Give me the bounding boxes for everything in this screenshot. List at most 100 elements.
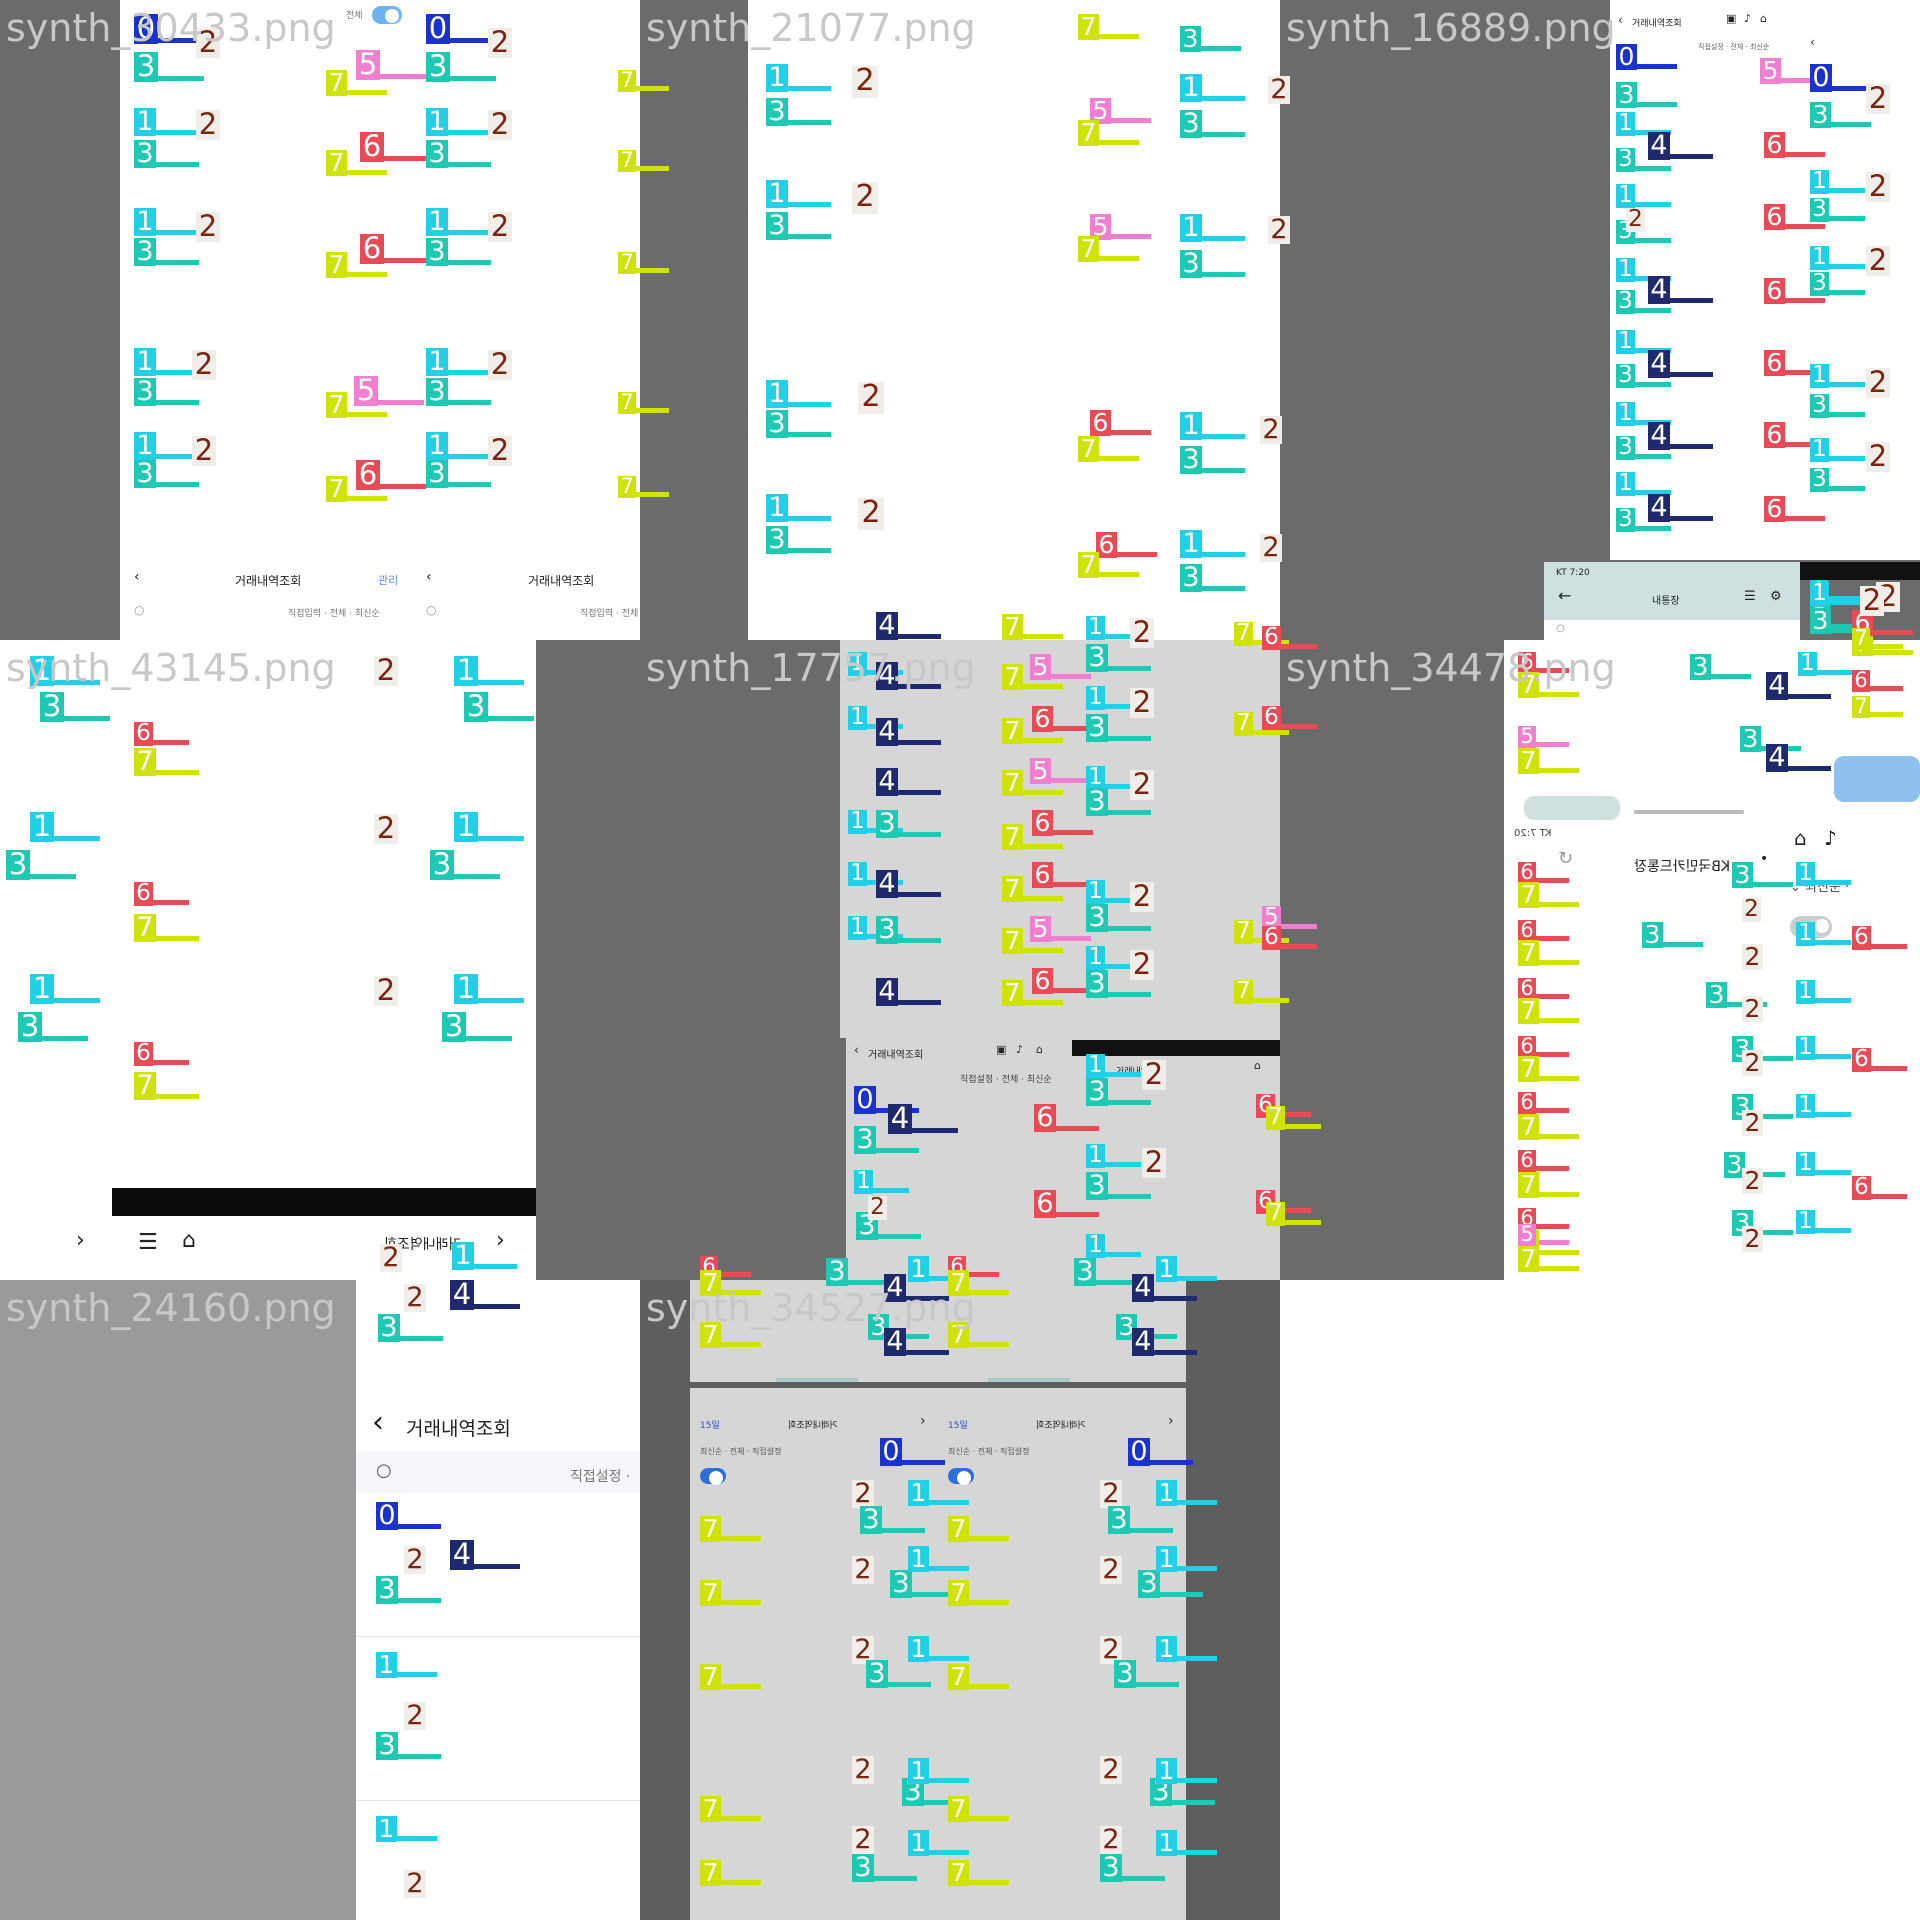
- annotation-box-6: [382, 258, 430, 263]
- mic-icon[interactable]: ♪: [1824, 826, 1837, 850]
- annotation-badge-1: 1: [134, 108, 156, 136]
- search-icon[interactable]: ○: [134, 603, 145, 617]
- annotation-box-3: [398, 1336, 443, 1341]
- annotation-badge-3: 3: [852, 1854, 874, 1882]
- annotation-badge-1: 1: [766, 180, 788, 208]
- filter-summary[interactable]: 직접설정 · 전체 · 최신순: [960, 1075, 1052, 1085]
- back-chevron-icon-2[interactable]: ‹: [1810, 35, 1815, 49]
- chevron-right-icon-2[interactable]: ›: [496, 1228, 505, 1253]
- home-icon[interactable]: ⌂: [1036, 1043, 1043, 1056]
- annotation-badge-5: 5: [1518, 726, 1536, 748]
- confirm-button[interactable]: [1834, 756, 1920, 802]
- annotation-badge-1: 1: [1086, 880, 1105, 904]
- annotation-badge-3: 3: [376, 1576, 398, 1604]
- annotation-badge-1: 1: [1796, 1152, 1815, 1176]
- annotation-badge-1: 1: [848, 810, 867, 834]
- search-icon[interactable]: ○: [376, 1460, 392, 1481]
- annotation-box-7: [719, 1880, 761, 1885]
- annotation-badge-1: 1: [1086, 1054, 1105, 1078]
- annotation-badge-1: 1: [1180, 412, 1202, 440]
- mirrored-filter[interactable]: 최신순 · 전체 · 직접설정: [700, 1447, 782, 1456]
- mic-icon[interactable]: ♪: [1744, 12, 1752, 25]
- filter-summary[interactable]: 직접설정 ·: [570, 1469, 631, 1485]
- annotation-badge-3: 3: [1810, 198, 1829, 222]
- annotation-box-4: [1152, 1296, 1197, 1301]
- annotation-box-3: [1106, 736, 1151, 741]
- nav-pill[interactable]: [1524, 796, 1620, 820]
- annotation-box-6: [1534, 1224, 1569, 1229]
- mirrored-kb-title: KB국민카드통장: [1634, 859, 1731, 875]
- chat-icon[interactable]: ▣: [996, 1043, 1007, 1056]
- annotation-box-4: [1668, 444, 1713, 449]
- annotation-box-1: [1633, 202, 1671, 207]
- annotation-box-0: [156, 38, 204, 43]
- annotation-badge-2: 2: [374, 976, 398, 1006]
- mirrored-filter-2[interactable]: 최신순 · 전체 · 직접설정: [948, 1447, 1030, 1456]
- filter-summary-2[interactable]: 직접입력 · 전체 · 최신순: [580, 609, 640, 619]
- annotation-badge-7: 7: [1852, 696, 1870, 718]
- home-icon-2[interactable]: ⌂: [1254, 1059, 1261, 1072]
- chevron-right-icon[interactable]: ›: [920, 1413, 926, 1429]
- annotation-box-7: [634, 492, 669, 497]
- home-icon[interactable]: ⌂: [182, 1228, 196, 1253]
- filter-summary[interactable]: 직접설정 · 전체 · 최신순: [1698, 43, 1770, 51]
- annotation-box-7: [1283, 1220, 1321, 1225]
- annotation-badge-3: 3: [826, 1258, 848, 1286]
- toggle-switch[interactable]: [372, 6, 402, 24]
- gear-icon[interactable]: ⚙: [1770, 589, 1782, 604]
- filter-summary[interactable]: 직접입력 · 전체 · 최신순: [288, 609, 380, 619]
- annotation-box-6: [1051, 988, 1093, 993]
- annotation-box-6: [1054, 1126, 1099, 1131]
- search-bar[interactable]: [1544, 620, 1800, 640]
- annotation-badge-6: 6: [1032, 968, 1053, 994]
- search-icon-2[interactable]: ○: [426, 603, 437, 617]
- manage-link[interactable]: 관리: [378, 574, 399, 587]
- status-bar: [112, 1188, 536, 1216]
- annotation-badge-1: 1: [30, 812, 54, 842]
- annotation-badge-1: 1: [1796, 1210, 1815, 1234]
- search-icon[interactable]: ○: [1556, 623, 1565, 634]
- annotation-badge-2: 2: [1130, 882, 1154, 912]
- back-chevron-icon-2[interactable]: ‹: [426, 569, 432, 585]
- annotation-box-7: [1097, 572, 1139, 577]
- mic-icon[interactable]: ♪: [1016, 1043, 1024, 1056]
- search-bar[interactable]: [356, 1450, 640, 1494]
- annotation-badge-0: 0: [1128, 1438, 1150, 1466]
- chevron-right-icon[interactable]: ›: [76, 1228, 85, 1253]
- tile-filename: synth_21077.png: [646, 6, 976, 50]
- toggle-switch[interactable]: [700, 1468, 726, 1485]
- annotation-box-3: [1827, 486, 1865, 491]
- list-icon[interactable]: ☰: [1744, 589, 1756, 604]
- annotation-box-3: [1135, 1334, 1177, 1339]
- home-icon[interactable]: ⌂: [1760, 12, 1767, 25]
- annotation-box-6: [1109, 430, 1151, 435]
- back-chevron-icon[interactable]: ‹: [372, 1405, 384, 1440]
- toggle-switch-2[interactable]: [948, 1468, 974, 1485]
- annotation-badge-2: 2: [374, 814, 398, 844]
- back-arrow-icon[interactable]: ←: [1558, 586, 1572, 605]
- annotation-box-3: [786, 234, 831, 239]
- home-indicator-2: [988, 1378, 1070, 1382]
- annotation-box-3: [154, 400, 199, 405]
- annotation-box-7: [967, 1684, 1009, 1689]
- annotation-box-0: [396, 1524, 441, 1529]
- annotation-box-1: [1200, 236, 1245, 241]
- bell-icon[interactable]: •: [1760, 851, 1769, 867]
- chevron-right-icon-2[interactable]: ›: [1168, 1413, 1174, 1429]
- annotation-badge-1: 1: [766, 380, 788, 408]
- back-chevron-icon[interactable]: ‹: [1618, 13, 1623, 27]
- home-icon[interactable]: ⌂: [1794, 826, 1807, 850]
- menu-icon[interactable]: ☰: [138, 1230, 158, 1255]
- back-chevron-icon[interactable]: ‹: [854, 1043, 859, 1057]
- annotation-box-4: [1668, 516, 1713, 521]
- annotation-badge-7: 7: [1518, 882, 1539, 908]
- annotation-box-7: [1021, 738, 1063, 743]
- refresh-icon[interactable]: ↻: [1558, 848, 1574, 869]
- annotation-badge-7: 7: [1518, 1056, 1539, 1082]
- annotation-badge-1: 1: [908, 1758, 929, 1784]
- annotation-badge-6: 6: [134, 1042, 153, 1066]
- chat-icon[interactable]: ▣: [1726, 12, 1737, 25]
- back-chevron-icon[interactable]: ‹: [134, 569, 140, 585]
- annotation-badge-1: 1: [766, 494, 788, 522]
